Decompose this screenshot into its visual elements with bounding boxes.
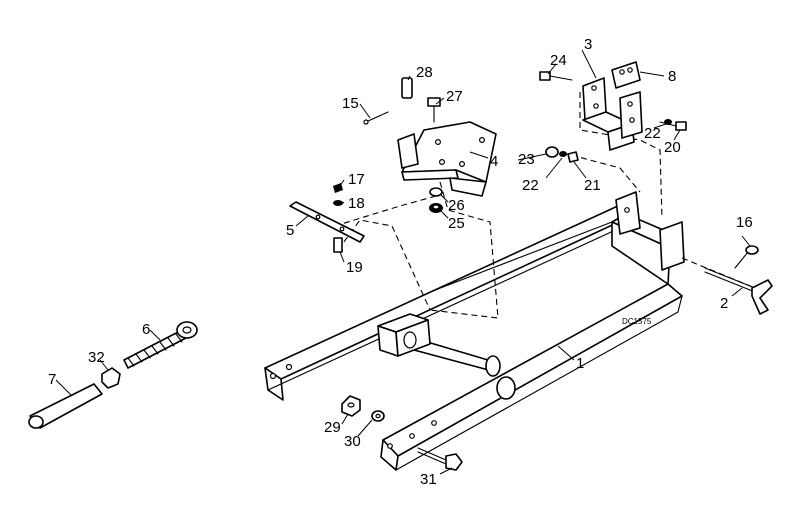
callout-26: 26 — [448, 197, 465, 214]
callout-28: 28 — [416, 64, 433, 81]
bolt-part-31 — [417, 447, 463, 471]
callout-25: 25 — [448, 215, 465, 232]
nut-part-29 — [341, 395, 361, 417]
callout-23: 23 — [518, 151, 535, 168]
rod-end-part-6 — [123, 321, 198, 369]
callout-22-lower: 22 — [522, 177, 539, 194]
callout-1: 1 — [576, 355, 584, 372]
callout-24: 24 — [550, 52, 567, 69]
washer-part-22-lower — [559, 151, 567, 157]
clip-part-16 — [734, 245, 759, 269]
nut-part-32 — [101, 367, 121, 389]
callout-19: 19 — [346, 259, 363, 276]
callout-18: 18 — [348, 195, 365, 212]
callout-15: 15 — [342, 95, 359, 112]
callout-21: 21 — [584, 177, 601, 194]
callouts: 1 2 3 4 5 6 7 8 15 16 17 18 19 20 21 22 … — [48, 36, 753, 488]
plate-part-8 — [611, 61, 641, 89]
diagram-code: DC1575 — [622, 317, 652, 326]
callout-22-upper: 22 — [644, 125, 661, 142]
washer-part-22-upper — [664, 119, 672, 125]
bolt-part-20 — [659, 121, 687, 131]
callout-4: 4 — [490, 153, 498, 170]
bolt-part-27 — [427, 97, 441, 123]
bolt-part-19 — [333, 237, 343, 253]
callout-2: 2 — [720, 295, 728, 312]
callout-3: 3 — [584, 36, 592, 53]
assembly-lines — [337, 92, 761, 319]
callout-16: 16 — [736, 214, 753, 231]
callout-8: 8 — [668, 68, 676, 85]
strap-part-5 — [289, 201, 365, 243]
callout-20: 20 — [664, 139, 681, 156]
nut-part-25 — [429, 203, 443, 213]
callout-29: 29 — [324, 419, 341, 436]
leader-lines — [55, 49, 751, 475]
washer-part-18 — [333, 200, 343, 206]
callout-6: 6 — [142, 321, 150, 338]
pivot-plate-part-4 — [397, 121, 497, 197]
bracket-part-3 — [582, 77, 643, 151]
nut-part-21 — [567, 151, 579, 163]
tube-part-7 — [28, 383, 103, 429]
callout-7: 7 — [48, 371, 56, 388]
washer-part-23 — [545, 146, 559, 158]
callout-17: 17 — [348, 171, 365, 188]
pin-part-2 — [704, 267, 773, 315]
washer-part-30 — [371, 410, 385, 422]
callout-30: 30 — [344, 433, 361, 450]
pin-part-28 — [401, 77, 413, 99]
main-frame — [264, 191, 685, 471]
cotter-pin-part-15 — [363, 111, 389, 125]
callout-31: 31 — [420, 471, 437, 488]
callout-5: 5 — [286, 222, 294, 239]
callout-32: 32 — [88, 349, 105, 366]
washer-part-26 — [429, 187, 443, 197]
bolt-part-24 — [539, 71, 573, 81]
callout-27: 27 — [446, 88, 463, 105]
